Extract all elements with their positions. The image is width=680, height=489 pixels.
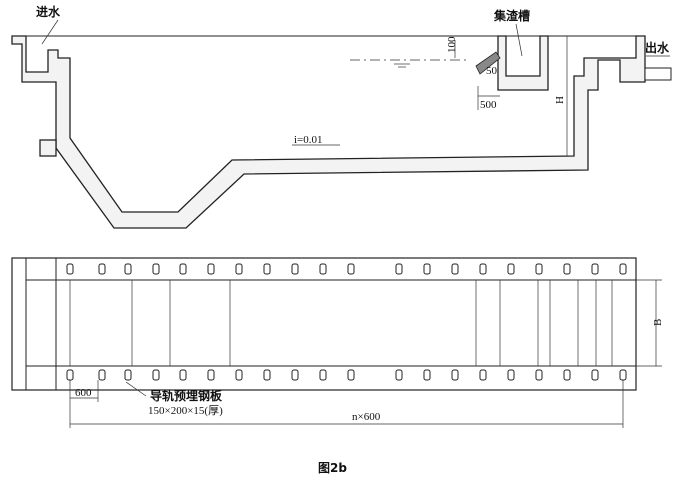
plan-partitions	[69, 280, 613, 366]
dim-500: 500	[480, 99, 497, 111]
dim-b: B	[652, 319, 664, 326]
dim-h: H	[554, 96, 566, 104]
collector-trough	[497, 35, 549, 91]
dim-50: 50	[486, 65, 498, 77]
rail-bolts-bottom	[66, 369, 627, 381]
outlet-label: 出水	[645, 40, 670, 55]
rail-label: 导轨预埋钢板	[150, 388, 223, 403]
left-wall	[11, 35, 646, 229]
plan-outer	[11, 257, 637, 391]
scum-plate	[475, 51, 501, 75]
inlet-leader	[41, 19, 59, 45]
inlet-label: 进水	[36, 4, 61, 19]
slope-label: i=0.01	[294, 134, 323, 146]
figure-caption: 图2b	[318, 461, 347, 475]
collector-leader	[515, 23, 523, 57]
rail-leader	[125, 381, 147, 397]
rail-bolts-top	[66, 263, 627, 275]
inlet-step	[39, 139, 57, 157]
dim-total: n×600	[352, 411, 381, 423]
collector-label: 集渣槽	[493, 8, 530, 23]
outlet-pipe	[644, 67, 672, 81]
dim-600: 600	[75, 387, 92, 399]
rail-size: 150×200×15(厚)	[148, 404, 223, 417]
dim-100: 100	[446, 36, 458, 53]
